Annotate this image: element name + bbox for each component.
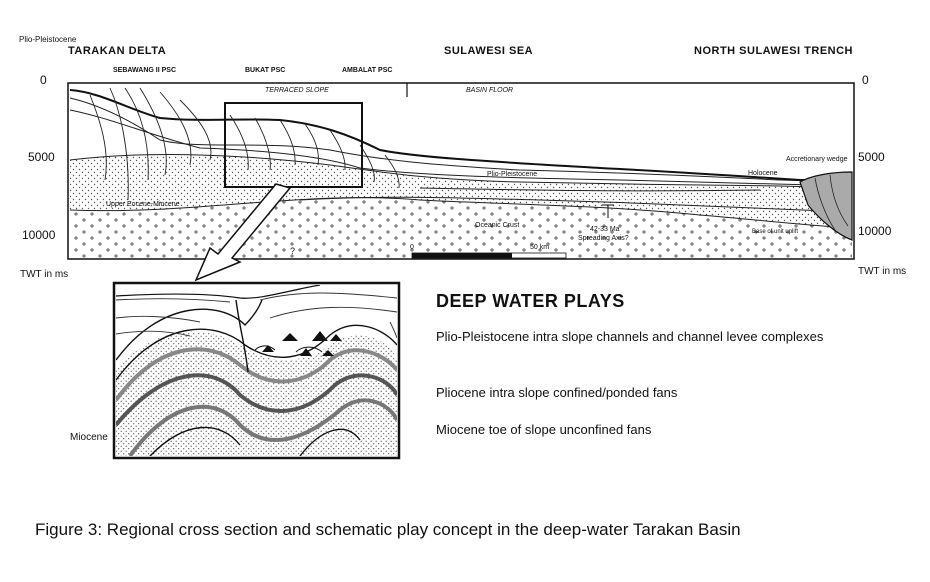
oceanic-crust-label: Oceanic Crust xyxy=(475,222,520,229)
twt-right-label: TWT in ms xyxy=(858,266,907,277)
scale-start-label: 0 xyxy=(410,244,414,251)
sediment-fill xyxy=(70,154,852,228)
terraced-slope-label: TERRACED SLOPE xyxy=(265,87,329,94)
fold-band-1 xyxy=(116,347,397,402)
tarakan-delta-label: TARAKAN DELTA xyxy=(68,45,167,57)
plio-pleistocene-top-label: Plio-Pleistocene xyxy=(19,35,77,44)
play-item: Plio-Pleistocene intra slope channels an… xyxy=(436,329,824,344)
twt-left-label: TWT in ms xyxy=(20,269,69,280)
left-axis-tick-0: 0 xyxy=(40,73,47,87)
question-label: ? xyxy=(290,246,296,256)
accretionary-wedge-label: Accretionary wedge xyxy=(786,156,848,163)
sulawesi-sea-label: SULAWESI SEA xyxy=(444,45,534,57)
left-axis-tick-5000: 5000 xyxy=(28,150,55,164)
accretionary-wedge xyxy=(799,171,853,241)
play-item: Pliocene intra slope confined/ponded fan… xyxy=(436,385,678,400)
bukat-psc-label: BUKAT PSC xyxy=(245,67,286,74)
spreading-axis-label: Spreading Axis? xyxy=(578,235,629,242)
holocene-label: Holocene xyxy=(748,170,778,177)
age-label: 42-33 Ma xyxy=(590,226,620,233)
plio-pleistocene-label: Plio-Pleistocene xyxy=(487,171,538,178)
right-axis-tick-10000: 10000 xyxy=(858,224,892,238)
deep-water-plays-title: DEEP WATER PLAYS xyxy=(436,291,625,311)
fold-band-3 xyxy=(128,398,397,456)
play-item: Miocene toe of slope unconfined fans xyxy=(436,422,652,437)
upper-eocene-miocene-label: Upper Eocene-Miocene xyxy=(106,201,180,208)
ambalat-psc-label: AMBALAT PSC xyxy=(342,67,393,74)
basin-floor-label: BASIN FLOOR xyxy=(466,87,514,94)
seafloor-line xyxy=(69,89,852,181)
spreading-axis-marker xyxy=(602,204,614,218)
inset-highlight-box xyxy=(224,102,363,188)
base-unit-label: Base of unit uplift xyxy=(752,229,799,235)
inset-arrow xyxy=(194,183,292,282)
right-axis-tick-0: 0 xyxy=(862,73,869,87)
north-sulawesi-trench-label: NORTH SULAWESI TRENCH xyxy=(694,45,853,57)
sebawang-psc-label: SEBAWANG II PSC xyxy=(113,67,177,74)
right-axis-tick-5000: 5000 xyxy=(858,150,885,164)
miocene-label: Miocene xyxy=(70,432,108,443)
scale-end-label: 50 km xyxy=(530,244,550,251)
left-axis-tick-10000: 10000 xyxy=(22,228,56,242)
fold-band-2 xyxy=(116,373,397,427)
figure-caption: Figure 3: Regional cross section and sch… xyxy=(35,520,741,539)
section-frame xyxy=(67,82,855,260)
